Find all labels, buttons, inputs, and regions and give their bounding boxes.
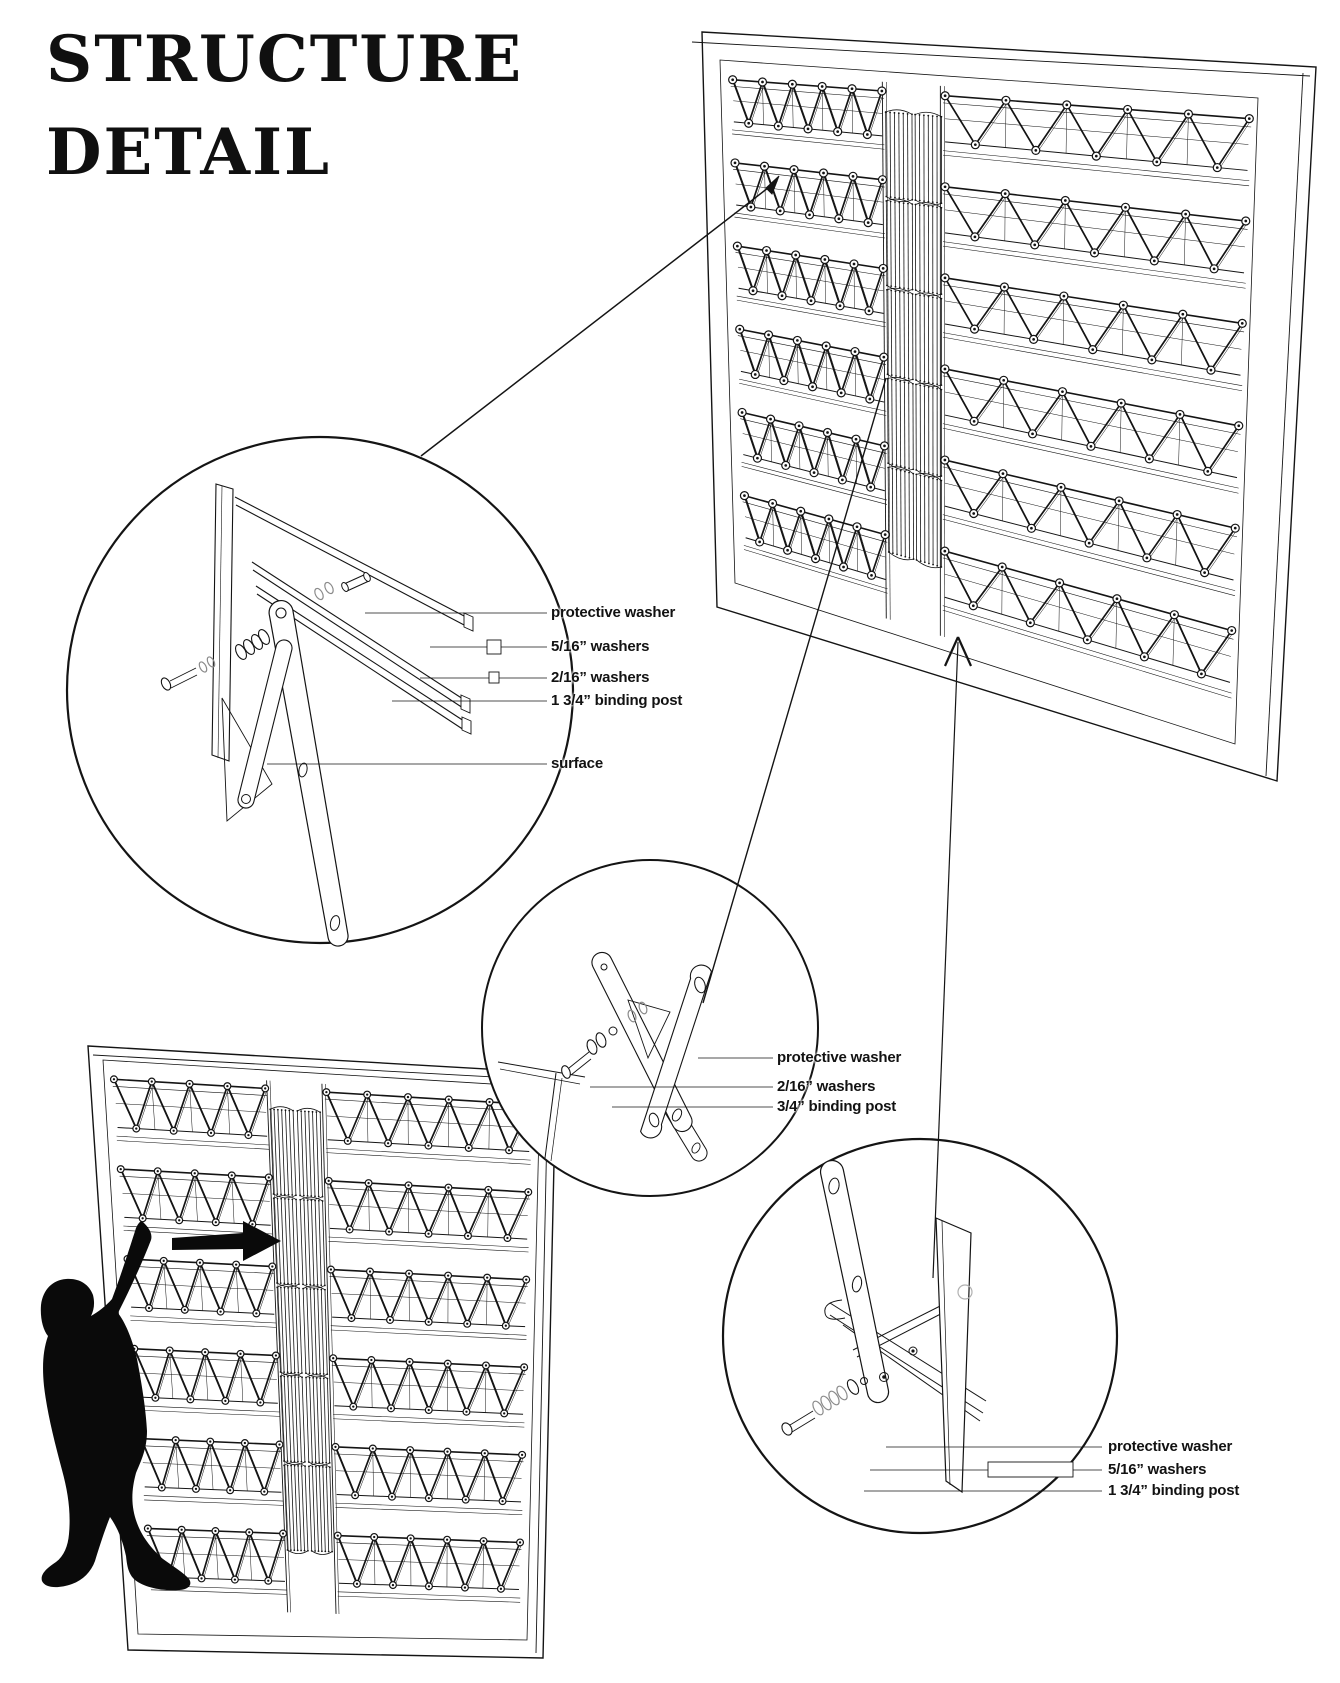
label-protective-washer: protective washer	[1108, 1438, 1233, 1455]
push-direction-arrow	[172, 1221, 281, 1261]
leader-line-middle-detail	[702, 377, 887, 1004]
kinetic-wall-panel-drawing	[691, 31, 1317, 782]
page-title: STRUCTURE DETAIL	[46, 14, 523, 200]
label-surface: surface	[551, 755, 603, 772]
label-216-washers: 2/16” washers	[551, 669, 650, 686]
label-516-washers: 5/16” washers	[1108, 1461, 1207, 1478]
label-134-binding-post: 1 3/4” binding post	[1108, 1482, 1240, 1499]
detail-circle-middle	[481, 859, 819, 1197]
label-protective-washer: protective washer	[551, 604, 676, 621]
label-216-washers: 2/16” washers	[777, 1078, 876, 1095]
label-protective-washer: protective washer	[777, 1049, 902, 1066]
label-34-binding-post: 3/4” binding post	[777, 1098, 897, 1115]
detail-circle-bottom-right	[721, 636, 1119, 1535]
detail-circle-left	[65, 435, 575, 947]
leader-line-top-detail	[420, 175, 780, 457]
wall-panel-with-figure-drawing	[87, 1045, 557, 1659]
label-134-binding-post: 1 3/4” binding post	[551, 692, 683, 709]
label-516-washers: 5/16” washers	[551, 638, 650, 655]
title-line-1: STRUCTURE	[46, 22, 524, 97]
title-line-2: DETAIL	[46, 114, 331, 190]
human-silhouette	[40, 1221, 191, 1591]
